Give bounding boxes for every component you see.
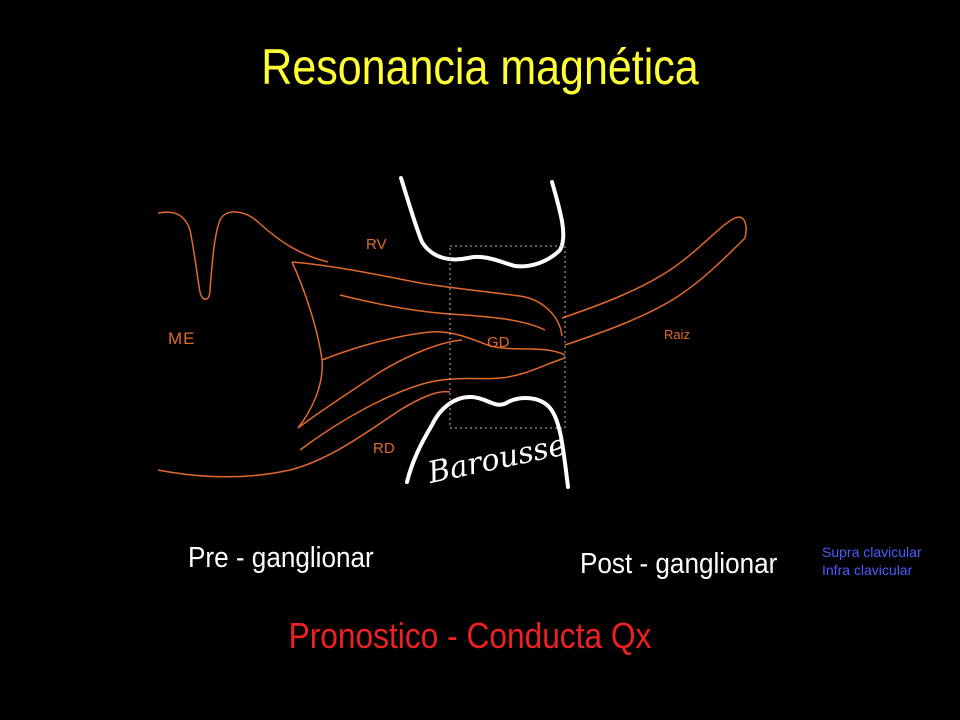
spinal-nerve-lower (564, 237, 746, 346)
foramen-box (449, 245, 566, 429)
dorsal-root-upper (321, 330, 566, 361)
lower-vertebra (405, 394, 570, 489)
root-junction (291, 261, 463, 429)
post-ganglionar-subtypes: Supra clavicular Infra clavicular (822, 543, 922, 579)
post-ganglionar-caption: Post - ganglionar (580, 548, 778, 580)
label-raiz: Raiz (664, 327, 691, 342)
prognosis-caption: Pronostico - Conducta Qx (288, 615, 652, 656)
upper-vertebra (399, 176, 566, 269)
subtype-supra-clavicular: Supra clavicular (822, 544, 922, 560)
ventral-root-upper (291, 261, 563, 337)
label-rv: RV (366, 236, 387, 253)
label-rd: RD (373, 440, 395, 457)
dorsal-root-lower (299, 357, 566, 451)
pre-ganglionar-caption: Pre - ganglionar (188, 542, 374, 574)
slide-title: Resonancia magnética (261, 39, 699, 95)
label-gd: GD (487, 334, 510, 351)
spinal-cord-lower (157, 390, 451, 478)
spinal-cord-outline (157, 211, 329, 300)
label-me: ME (168, 329, 196, 348)
spinal-nerve-upper (561, 216, 747, 319)
ventral-root-lower (339, 294, 546, 331)
subtype-infra-clavicular: Infra clavicular (822, 562, 913, 578)
